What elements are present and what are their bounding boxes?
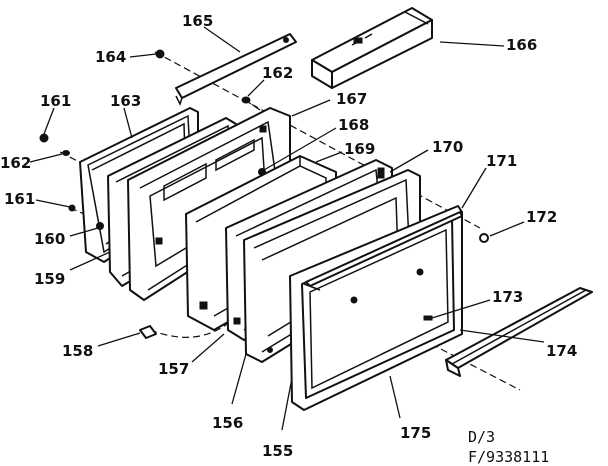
label-172: 172 [526, 208, 557, 226]
label-174: 174 [546, 342, 577, 360]
label-168: 168 [338, 116, 369, 134]
label-175: 175 [400, 424, 431, 442]
handle-trim-part [175, 33, 297, 106]
label-169: 169 [344, 140, 375, 158]
front-door-frame-part [289, 205, 463, 411]
leader-lines [29, 26, 545, 431]
label-156: 156 [212, 414, 243, 432]
label-171: 171 [486, 152, 517, 170]
nut-162-top [241, 96, 251, 104]
label-158: 158 [62, 342, 93, 360]
bottom-trim-part [445, 287, 593, 377]
label-162-top: 162 [262, 64, 293, 82]
label-159: 159 [34, 270, 65, 288]
label-157: 157 [158, 360, 189, 378]
left-hardware [39, 133, 157, 339]
diagram-code-line2: F/9338111 [468, 448, 549, 466]
label-162-left: 162 [0, 154, 31, 172]
handle-part [311, 7, 433, 89]
label-163: 163 [110, 92, 141, 110]
label-167: 167 [336, 90, 367, 108]
label-170: 170 [432, 138, 463, 156]
diagram-footer: D/3 F/9338111 [468, 428, 549, 466]
label-161-left: 161 [4, 190, 35, 208]
label-160: 160 [34, 230, 65, 248]
label-164: 164 [95, 48, 126, 66]
clip-172 [479, 233, 489, 243]
label-165: 165 [182, 12, 213, 30]
label-161-top: 161 [40, 92, 71, 110]
diagram-code-line1: D/3 [468, 428, 495, 446]
part-labels: 165 164 162 166 167 161 163 162 168 169 … [0, 12, 577, 460]
label-166: 166 [506, 36, 537, 54]
screw-164 [155, 49, 165, 59]
label-173: 173 [492, 288, 523, 306]
label-155: 155 [262, 442, 293, 460]
